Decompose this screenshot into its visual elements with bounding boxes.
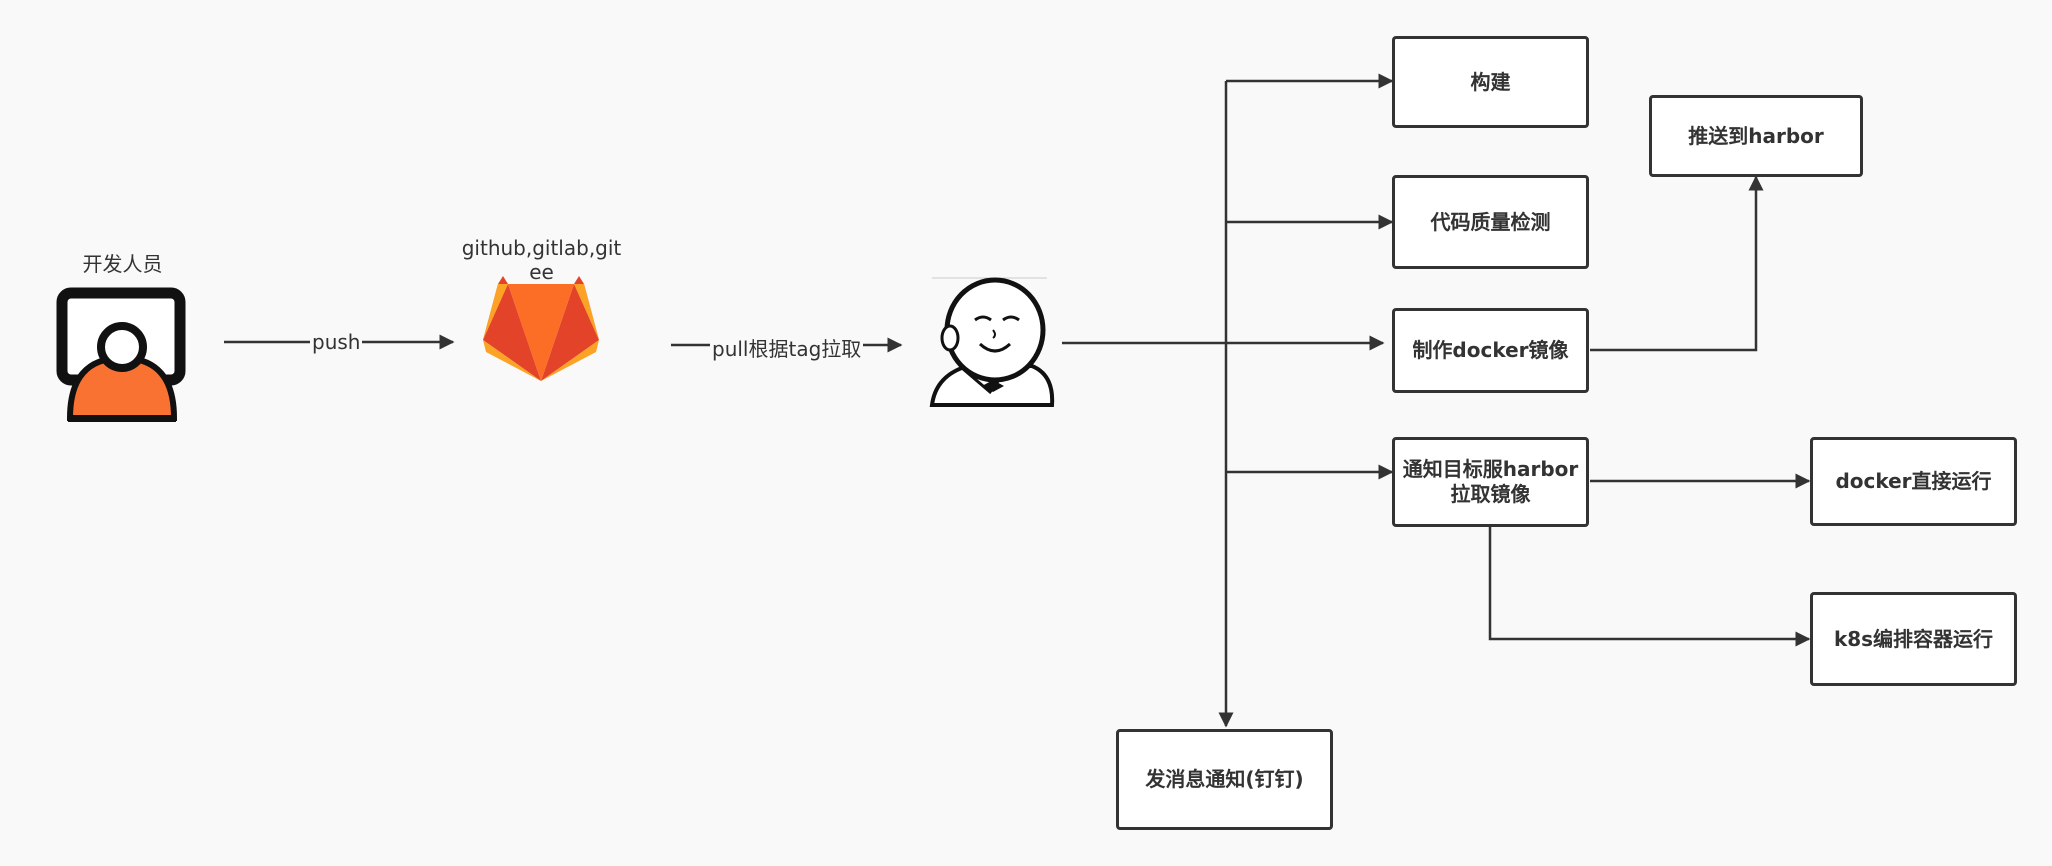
node-docker-run[interactable]: docker直接运行: [1810, 437, 2017, 526]
edge-pull-label: pull根据tag拉取: [710, 333, 864, 362]
node-notify-harbor[interactable]: 通知目标服harbor 拉取镜像: [1392, 437, 1589, 527]
node-build[interactable]: 构建: [1392, 36, 1589, 128]
node-k8s-run[interactable]: k8s编排容器运行: [1810, 592, 2017, 686]
node-docker-image[interactable]: 制作docker镜像: [1392, 308, 1589, 393]
gitlab-fox-icon: [483, 276, 599, 381]
node-message-notify[interactable]: 发消息通知(钉钉): [1116, 729, 1333, 830]
developer-label: 开发人员: [82, 252, 163, 276]
node-quality-check[interactable]: 代码质量检测: [1392, 175, 1589, 269]
developer-monitor-icon: [56, 287, 186, 422]
edge-push-label: push: [310, 330, 363, 354]
node-notify-harbor-line1: 通知目标服harbor: [1402, 457, 1579, 481]
node-push-harbor[interactable]: 推送到harbor: [1649, 95, 1863, 177]
node-notify-harbor-line2: 拉取镜像: [1450, 482, 1531, 506]
repo-label: github,gitlab,gitee: [461, 236, 622, 284]
edge-push-harbor: [1590, 175, 1764, 352]
edge-k8s-run: [1488, 527, 1811, 647]
jenkins-butler-icon: [929, 277, 1055, 407]
